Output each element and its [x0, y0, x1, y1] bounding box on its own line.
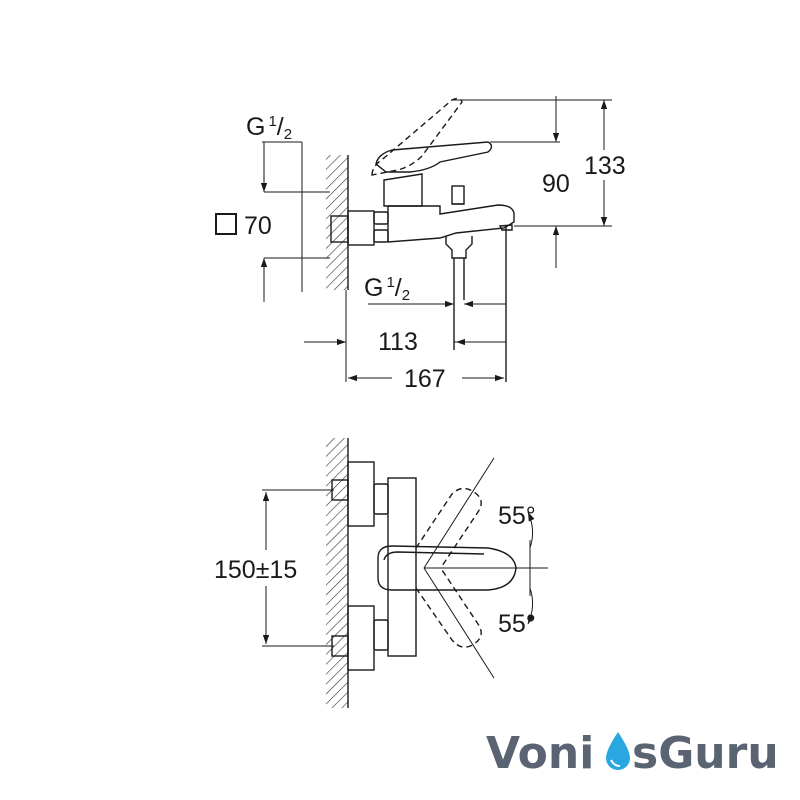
- spout-tip: [498, 224, 513, 231]
- lever-handle: [375, 141, 493, 173]
- hose-outlet: [445, 236, 473, 259]
- brand-text-2: sGuru: [632, 728, 779, 779]
- dim-150-label: 150±15: [214, 556, 297, 584]
- side-view: [215, 96, 612, 382]
- wall-hatch-plan: [326, 438, 348, 708]
- brand-text-1: Voni: [486, 728, 594, 779]
- connector-upper: [347, 461, 375, 527]
- plan-view: [262, 438, 548, 708]
- hex-nut-bottom: [373, 229, 389, 243]
- lever-dashed-position: [371, 97, 463, 176]
- watermark-logo: Voni sGuru: [486, 728, 779, 779]
- square-size-label: 70: [244, 212, 272, 240]
- handle-dashed-lower: [415, 569, 482, 648]
- square-symbol: [215, 213, 237, 235]
- water-drop-icon: [606, 732, 630, 770]
- dim-167-label: 167: [404, 365, 446, 393]
- dim-90-label: 90: [542, 170, 570, 198]
- mixer-body: [387, 204, 515, 243]
- dim-133-label: 133: [584, 152, 626, 180]
- angle-upper-label: 55°: [498, 502, 536, 530]
- connector-lower: [347, 605, 375, 671]
- handle-dashed-upper: [415, 487, 482, 567]
- diverter-knob: [451, 185, 465, 205]
- connector-block: [347, 210, 375, 246]
- hex-nut-top: [373, 211, 389, 225]
- wall-hatch: [326, 155, 348, 290]
- cartridge: [383, 173, 423, 207]
- dim-113-label: 113: [378, 328, 418, 356]
- angle-lower-label: 55°: [498, 610, 536, 638]
- body-bar: [387, 477, 417, 657]
